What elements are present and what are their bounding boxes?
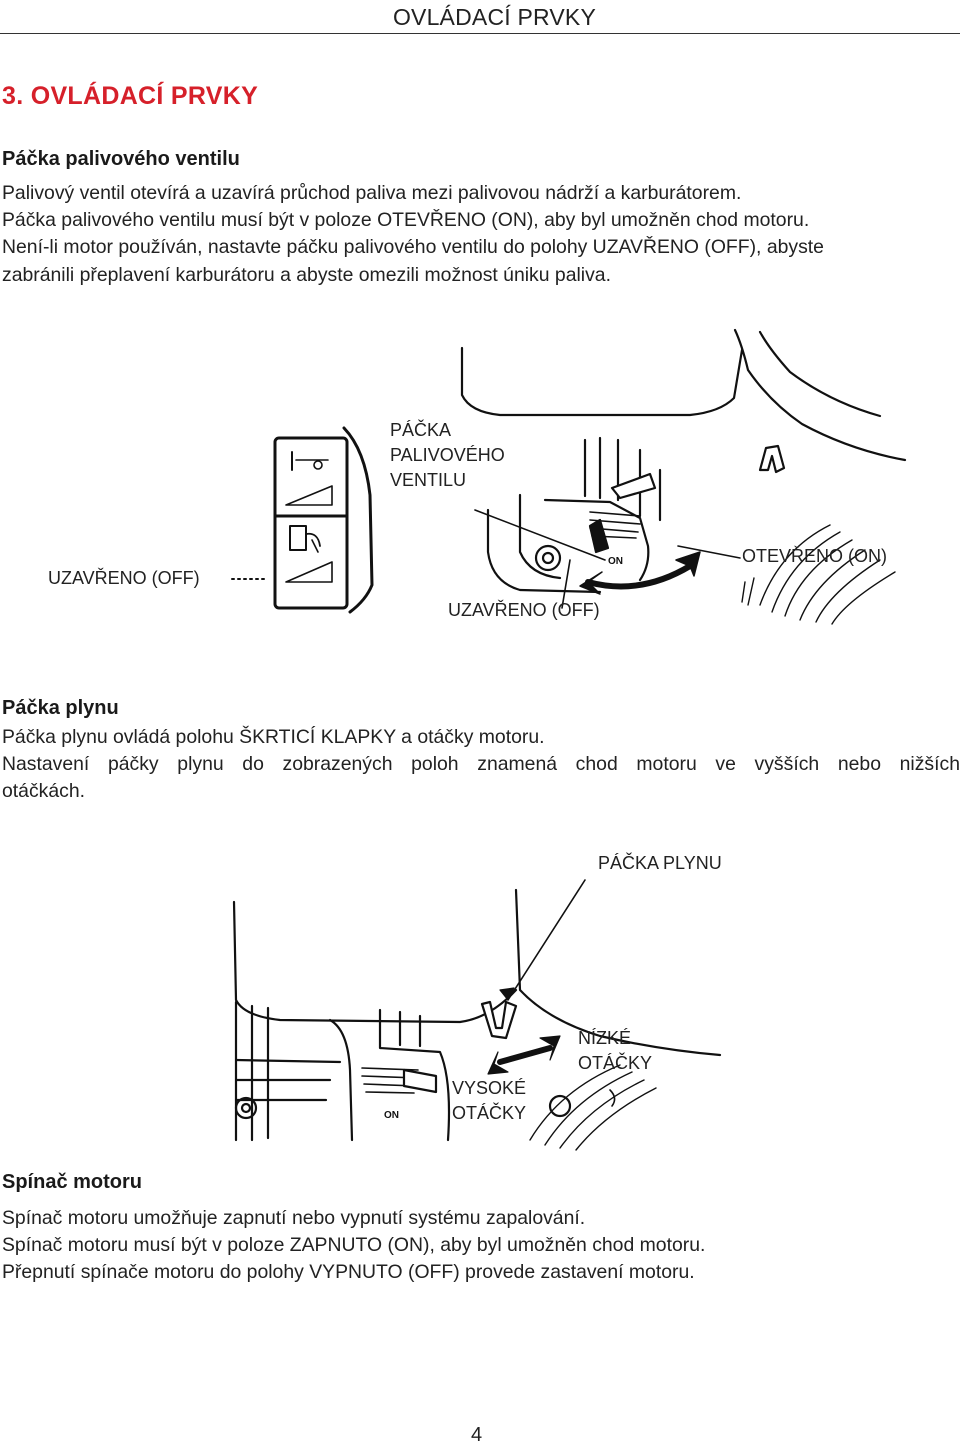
running-header: OVLÁDACÍ PRVKY (392, 4, 596, 30)
high-speed-label-line-2: OTÁČKY (452, 1103, 527, 1123)
fuel-valve-lever-label-line-3: VENTILU (390, 470, 467, 490)
throttle-lever-label: PÁČKA PLYNU (598, 853, 722, 873)
throttle-line-1: Páčka plynu ovládá polohu ŠKRTICÍ KLAPKY… (2, 726, 545, 748)
fuel-valve-figure: ON PÁČKA PALIVOVÉHO VENTILU UZAVŘENO (OF… (0, 320, 960, 660)
off-label-left: UZAVŘENO (OFF) (48, 568, 200, 588)
fuel-valve-heading: Páčka palivového ventilu (2, 148, 240, 170)
throttle-marking-text: ON (384, 1110, 399, 1121)
chapter-title: 3. OVLÁDACÍ PRVKY (2, 82, 259, 110)
engine-switch-heading: Spínač motoru (2, 1171, 143, 1193)
low-speed-label-line-1: NÍZKÉ (578, 1028, 632, 1048)
header-rule (0, 33, 960, 34)
fuel-valve-line-4: zabránili přeplavení karburátoru a abyst… (2, 263, 611, 286)
fuel-valve-illustration: ON (231, 328, 907, 625)
engine-switch-paragraph: Spínač motoru umožňuje zapnutí nebo vypn… (2, 1205, 960, 1287)
fuel-valve-paragraph: Palivový ventil otevírá a uzavírá průcho… (2, 180, 960, 289)
low-speed-label-line-2: OTÁČKY (578, 1053, 653, 1073)
off-label-bottom: UZAVŘENO (OFF) (448, 600, 600, 620)
on-label: OTEVŘENO (ON) (742, 546, 888, 566)
throttle-heading: Páčka plynu (2, 697, 119, 719)
fuel-valve-lever-label: PÁČKA PALIVOVÉHO VENTILU (390, 418, 505, 493)
throttle-figure: ON PÁČKA PLYNU NÍZKÉ OTÁČKY VYSOKÉ OTÁČK… (0, 840, 960, 1160)
fuel-valve-line-2: Páčka palivového ventilu musí být v polo… (2, 209, 810, 232)
high-speed-label-line-1: VYSOKÉ (452, 1078, 527, 1098)
engine-switch-line-2: Spínač motoru musí být v poloze ZAPNUTO … (2, 1234, 706, 1257)
fuel-valve-line-3: Není-li motor používán, nastavte páčku p… (2, 236, 824, 259)
page-number: 4 (471, 1424, 483, 1446)
throttle-line-3: otáčkách. (2, 780, 85, 803)
throttle-paragraph: Páčka plynu ovládá polohu ŠKRTICÍ KLAPKY… (2, 724, 960, 806)
high-speed-label: VYSOKÉ OTÁČKY (452, 1076, 526, 1126)
engine-switch-line-1: Spínač motoru umožňuje zapnutí nebo vypn… (2, 1207, 586, 1229)
fuel-valve-line-1: Palivový ventil otevírá a uzavírá průcho… (2, 182, 742, 204)
low-speed-label: NÍZKÉ OTÁČKY (578, 1026, 652, 1076)
fuel-valve-lever-label-line-1: PÁČKA (390, 420, 452, 440)
throttle-illustration: ON (232, 879, 722, 1151)
fuel-valve-lever-label-line-2: PALIVOVÉHO (390, 445, 505, 465)
throttle-line-2: Nastavení páčky plynu do zobrazených pol… (2, 753, 960, 776)
valve-marking-text: ON (608, 556, 623, 567)
engine-switch-line-3: Přepnutí spínače motoru do polohy VYPNUT… (2, 1261, 695, 1284)
